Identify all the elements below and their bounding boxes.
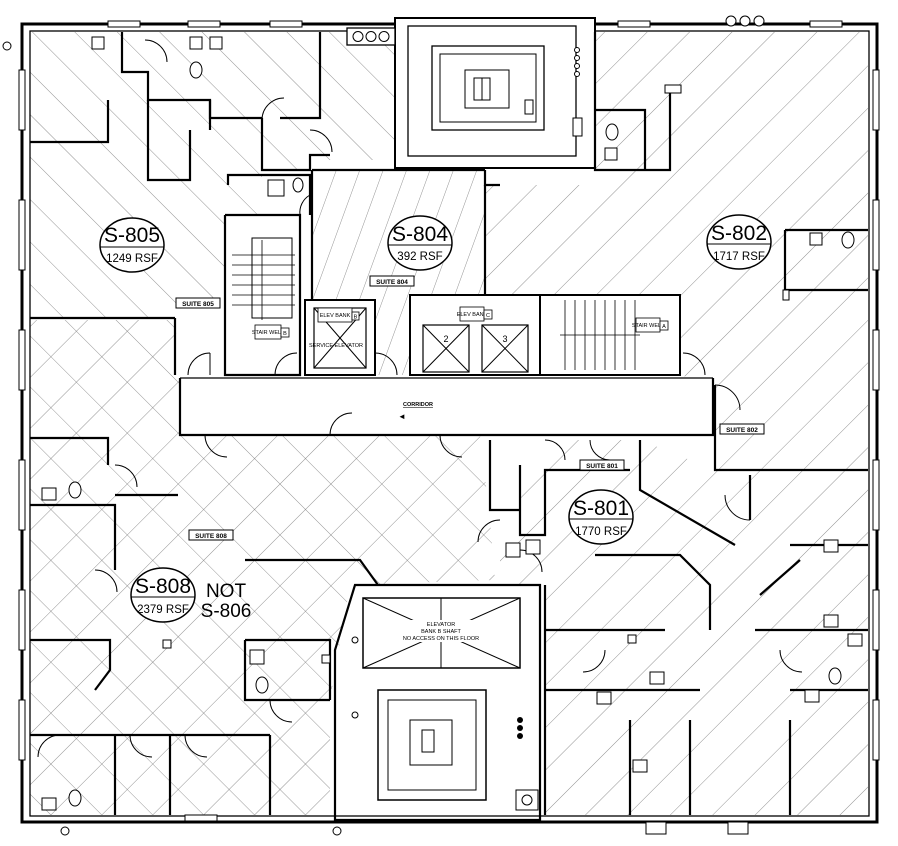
suite-number: S-808 [135,575,191,598]
suite-bubble-804: S-804 392 RSF [387,215,453,271]
stair-a-letter: A [662,324,666,330]
stair-b-label: STAIR WELL [252,330,284,336]
core-labels: CORRIDOR ◄ ELEV BANK B SERVICE ELEVATOR … [252,306,669,642]
suite-note-line1: NOT [206,581,247,602]
suite-bubble-808: S-808 2379 RSF NOT S-806 [130,567,252,623]
stair-a-label: STAIR WELL [632,323,664,329]
shaft-label-line1: ELEVATOR [427,622,455,628]
suite-tag-808: SUITE 808 [195,533,227,540]
service-elevator-label: SERVICE ELEVATOR [309,343,363,349]
corridor-label: CORRIDOR [403,402,433,408]
suite-tags: SUITE 805 SUITE 804 SUITE 802 SUITE 801 … [175,275,765,541]
suite-808-area [30,320,495,815]
shaft-label-line3: NO ACCESS ON THIS FLOOR [403,636,479,642]
mechanical-shaft-top [346,17,596,169]
suite-bubble-805: S-805 1249 RSF [99,217,165,273]
suite-area: 1770 RSF [575,526,627,538]
suite-number: S-802 [711,222,767,245]
suite-area: 2379 RSF [137,604,189,616]
suite-bubble-801: S-801 1770 RSF [568,489,634,545]
suite-802-area [485,32,868,470]
elev-bank-c-label: ELEV BANK [457,312,488,318]
elev-bank-b-label: ELEV BANK [320,313,351,319]
suite-number: S-801 [573,497,629,520]
suite-area: 392 RSF [397,251,442,263]
plumbing-fixtures [41,36,863,811]
suite-area: 1717 RSF [713,251,765,263]
suite-801-area [500,440,868,815]
suite-tag-801: SUITE 801 [586,463,618,470]
elev-bank-c-letter: C [486,313,490,319]
suite-area: 1249 RSF [106,253,158,265]
suite-804-area [312,170,485,375]
suite-number: S-805 [104,224,160,247]
suite-tag-802: SUITE 802 [726,427,758,434]
suite-tag-805: SUITE 805 [182,301,214,308]
exit-arrow-icon: ◄ [398,412,406,421]
suite-tag-804: SUITE 804 [376,279,408,286]
elevator-2-label: 2 [443,334,448,344]
elev-bank-b-letter: B [354,315,358,321]
interior-walls [30,32,868,822]
suite-bubble-802: S-802 1717 RSF [706,214,772,270]
stair-b-letter: B [283,331,287,337]
elevator-3-label: 3 [502,334,507,344]
suite-note-line2: S-806 [201,601,252,622]
shaft-label-line2: BANK B SHAFT [421,629,461,635]
suite-number: S-804 [392,223,448,246]
